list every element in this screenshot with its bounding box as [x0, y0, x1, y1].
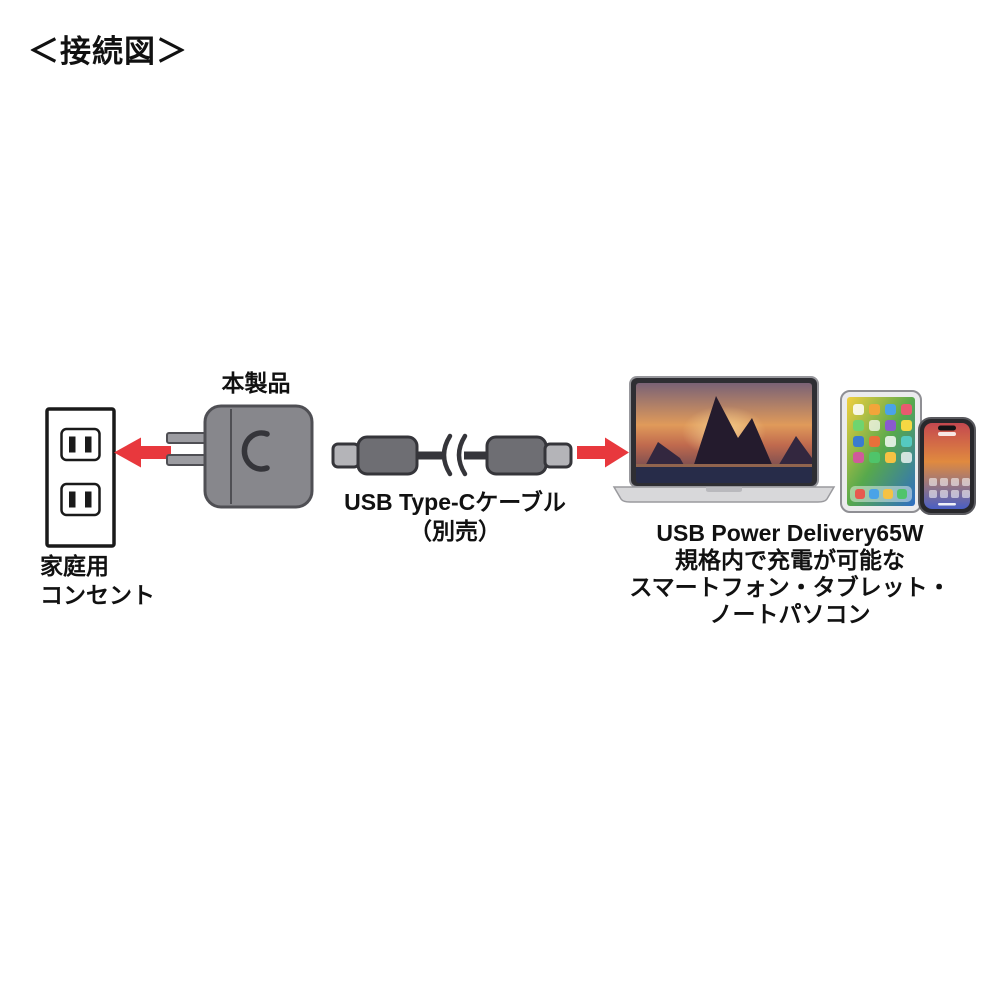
cable-label-line1: USB Type-Cケーブル	[344, 489, 566, 515]
arrow-right-icon	[577, 437, 629, 468]
outlet-label-line2: コンセント	[40, 582, 155, 608]
charger-body	[203, 404, 314, 509]
usb-c-port-icon	[241, 430, 270, 472]
outlet-label: 家庭用 コンセント	[40, 552, 155, 610]
devices-caption: USB Power Delivery65W 規格内で充電が可能な スマートフォン…	[608, 520, 972, 628]
smartphone-illustration	[918, 417, 976, 515]
tablet-illustration	[840, 390, 922, 513]
usb-c-cable-illustration	[331, 433, 573, 477]
devices-caption-line1: USB Power Delivery65W	[656, 520, 924, 546]
cable-label-line2: （別売）	[409, 518, 501, 544]
devices-caption-line3: スマートフォン・タブレット・	[629, 574, 951, 600]
outlet-label-line1: 家庭用	[40, 553, 109, 579]
charger-label: 本製品	[221, 370, 291, 396]
cable-label: USB Type-Cケーブル （別売）	[318, 488, 592, 546]
charger-illustration	[166, 404, 314, 509]
devices-caption-line4: ノートパソコン	[709, 601, 871, 627]
arrow-left-icon	[114, 437, 171, 468]
devices-caption-line2: 規格内で充電が可能な	[675, 547, 905, 573]
laptop-illustration	[612, 376, 836, 503]
wall-outlet-illustration	[45, 407, 116, 548]
page-title: ＜接続図＞	[28, 34, 188, 69]
